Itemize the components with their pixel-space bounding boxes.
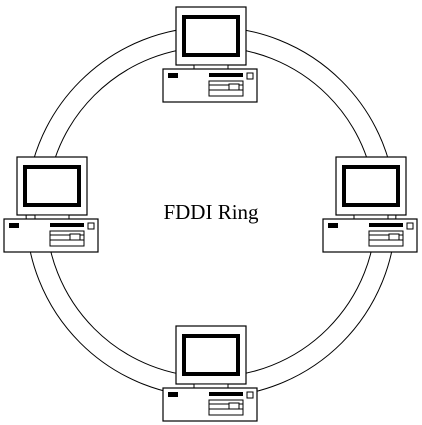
monitor <box>335 156 407 220</box>
monitor <box>175 325 247 389</box>
system-unit <box>322 218 418 253</box>
computer-bottom <box>162 325 258 422</box>
monitor <box>175 6 247 70</box>
computer-right <box>322 156 418 253</box>
system-unit <box>162 68 258 103</box>
computer-left <box>3 156 99 253</box>
system-unit <box>3 218 99 253</box>
monitor <box>16 156 88 220</box>
computer-top <box>162 6 258 103</box>
ring-label: FDDI Ring <box>163 200 259 224</box>
system-unit <box>162 387 258 422</box>
